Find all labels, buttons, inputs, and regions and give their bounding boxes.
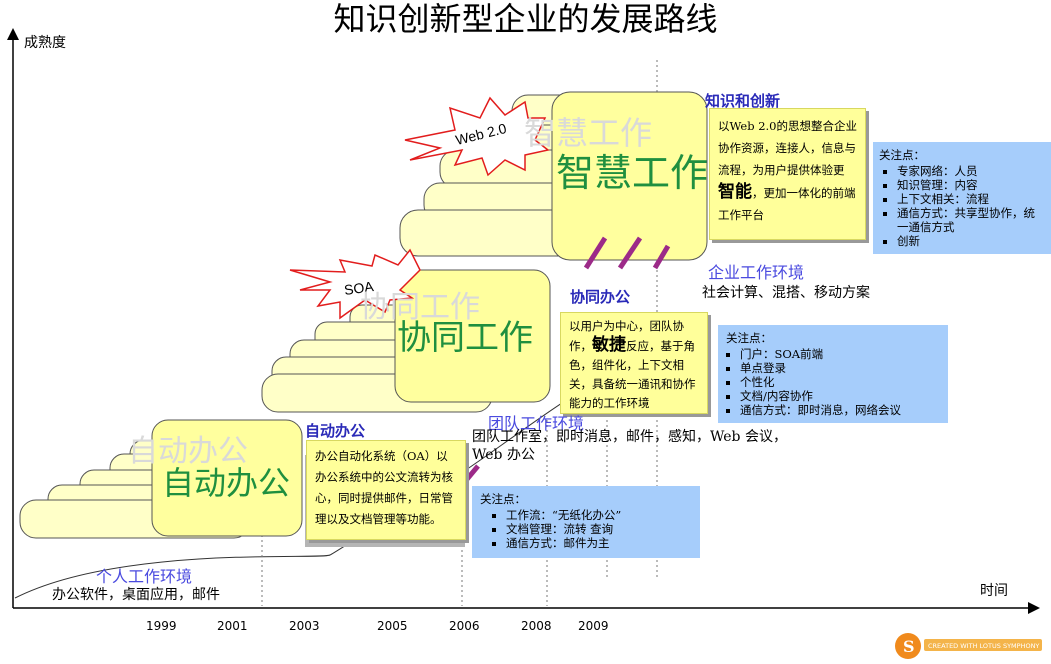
focus-item: 通信方式：共享型协作，统一通信方式 xyxy=(897,206,1045,234)
stage2-ghost-text: 协同工作 xyxy=(360,291,480,324)
x-axis-label: 时间 xyxy=(980,583,1008,599)
year-label: 2003 xyxy=(289,619,320,633)
symphony-logo: S CREATED WITH LOTUS SYMPHONY xyxy=(892,630,1044,660)
stage3-env-sub: 社会计算、混搭、移动方案 xyxy=(702,285,870,301)
focus-item: 门户：SOA前端 xyxy=(740,347,940,361)
stage3-big-text: 智慧工作 xyxy=(556,153,709,195)
stage2-env-sub: 团队工作室，即时消息，邮件，感知，Web 会议，Web 办公 xyxy=(472,429,787,463)
stage2-env-title: 团队工作环境 xyxy=(488,414,585,433)
stage1-env-sub: 办公软件，桌面应用，邮件 xyxy=(52,587,220,603)
stage1-focus-title: 关注点： xyxy=(480,492,526,506)
stage2-big-text: 协同工作 xyxy=(397,319,533,357)
focus-item: 文档管理：流转 查询 xyxy=(506,522,692,536)
stage2-title: 协同办公 xyxy=(570,288,631,306)
focus-item: 通信方式：邮件为主 xyxy=(506,536,692,550)
stage2-description: 以用户为中心，团队协作，敏捷反应，基于角色，组件化，上下文相关，具备统一通讯和协… xyxy=(560,312,708,414)
stage3-focus-box: 关注点： 专家网络：人员 知识管理：内容 上下文相关：流程 通信方式：共享型协作… xyxy=(873,142,1051,254)
focus-item: 创新 xyxy=(897,234,1045,248)
year-label: 2001 xyxy=(217,619,248,633)
year-label: 2008 xyxy=(521,619,552,633)
stage3-focus-title: 关注点： xyxy=(879,148,925,162)
focus-item: 知识管理：内容 xyxy=(897,178,1045,192)
focus-item: 工作流：“无纸化办公” xyxy=(506,508,692,522)
stage2-focus-box: 关注点： 门户：SOA前端 单点登录 个性化 文档/内容协作 通信方式：即时消息… xyxy=(718,325,948,423)
emphasis-text: 智能 xyxy=(718,182,752,202)
focus-item: 文档/内容协作 xyxy=(740,389,940,403)
stage1-description: 办公自动化系统（OA）以办公系统中的公文流转为核心，同时提供邮件，日常管理以及文… xyxy=(306,440,466,540)
year-label: 2005 xyxy=(377,619,408,633)
year-label: 1999 xyxy=(146,619,177,633)
stage1-ghost-text: 自动办公 xyxy=(128,435,248,468)
stage3-description: 以Web 2.0的思想整合企业协作资源，连接人，信息与流程，为用户提供体验更智能… xyxy=(709,108,866,240)
stage3-title: 知识和创新 xyxy=(705,92,781,110)
diagram-title: 知识创新型企业的发展路线 xyxy=(333,0,718,38)
y-axis-label: 成熟度 xyxy=(24,35,66,51)
focus-item: 通信方式：即时消息，网络会议 xyxy=(740,403,940,417)
stage1-focus-box: 关注点： 工作流：“无纸化办公” 文档管理：流转 查询 通信方式：邮件为主 xyxy=(472,486,700,558)
year-label: 2009 xyxy=(578,619,609,633)
stage1-big-text: 自动办公 xyxy=(162,465,291,501)
stage3-ghost-text: 智慧工作 xyxy=(524,115,653,151)
focus-item: 个性化 xyxy=(740,375,940,389)
focus-item: 上下文相关：流程 xyxy=(897,192,1045,206)
stage1-title: 自动办公 xyxy=(305,422,366,440)
logo-text: CREATED WITH LOTUS SYMPHONY xyxy=(928,642,1039,650)
emphasis-text: 敏捷 xyxy=(592,335,626,355)
stage3-env-title: 企业工作环境 xyxy=(708,263,805,282)
svg-text:S: S xyxy=(903,637,915,656)
focus-item: 专家网络：人员 xyxy=(897,164,1045,178)
stage1-env-title: 个人工作环境 xyxy=(96,567,193,586)
stage2-focus-title: 关注点： xyxy=(726,331,772,345)
focus-item: 单点登录 xyxy=(740,361,940,375)
year-label: 2006 xyxy=(449,619,480,633)
